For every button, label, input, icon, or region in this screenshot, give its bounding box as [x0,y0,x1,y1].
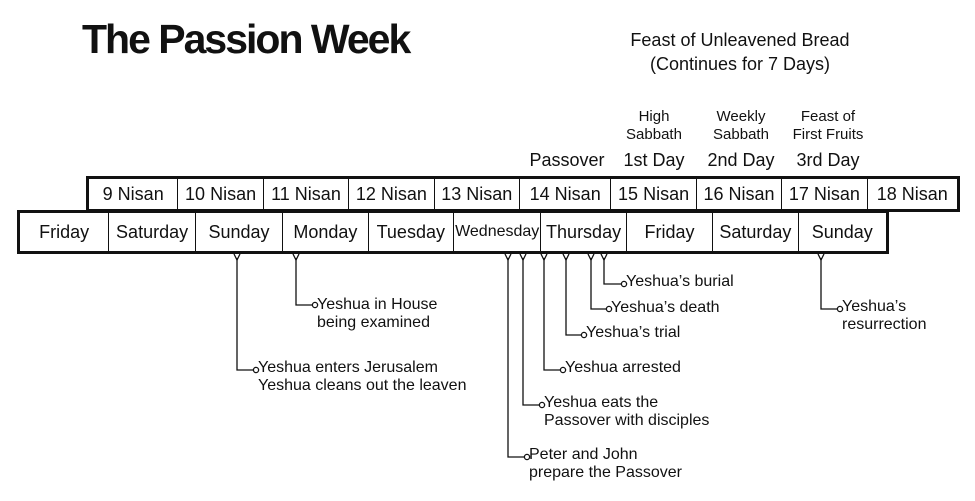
weekday-cell: Friday [20,213,110,251]
nisan-cell: 9 Nisan [89,179,179,209]
connector-endpoint [605,305,613,313]
weekday-cell: Friday [627,213,714,251]
event-trial: Yeshua’s trial [586,324,680,342]
connector-endpoint [620,280,628,288]
event-line: resurrection [842,316,927,333]
nisan-cell: 15 Nisan [611,179,697,209]
connector-endpoint [836,305,844,313]
connector-line [236,258,253,371]
event-line: Yeshua’s trial [586,324,681,341]
event-line: Yeshua’s burial [626,273,734,290]
event-line: Yeshua arrested [565,359,681,376]
weekday-cell: Monday [283,213,369,251]
page-title: The Passion Week [82,16,411,62]
passover-label: Passover [529,150,605,170]
nisan-cell: 16 Nisan [697,179,783,209]
header-line: High [638,108,670,125]
nisan-cell: 18 Nisan [876,183,948,204]
connector-endpoint [252,366,260,374]
header-line: Sabbath [626,126,682,143]
feast-title: Feast of Unleavened Bread [630,30,850,50]
connector-endpoint [311,301,319,309]
event-line: Yeshua in House [317,296,438,313]
event-eats-passover: Yeshua eats the Passover with disciples [544,394,709,430]
feast-heading: Feast of Unleavened Bread (Continues for… [610,28,870,76]
day1-label: 1st Day [623,150,685,170]
day2-label: 2nd Day [707,150,775,170]
event-death: Yeshua’s death [611,299,720,317]
weekday-cell: Wednesday [454,213,542,251]
connector-endpoint [523,453,531,461]
connector-line [543,258,560,371]
connector-line [590,258,606,310]
header-line: Weekly [716,108,766,125]
connector-endpoint [559,366,567,374]
connector-endpoint [580,331,588,339]
event-resurrection: Yeshua’s resurrection [842,298,926,334]
header-line: Feast of [800,108,856,125]
header-line: Sabbath [713,126,769,143]
nisan-cell: 10 Nisan [178,179,264,209]
day3-label: 3rd Day [796,150,860,170]
weekday-cell: Saturday [713,213,799,251]
weekday-cell: Saturday [109,213,196,251]
feast-subtitle: (Continues for 7 Days) [649,54,831,74]
weekly-sabbath-label: Weekly Sabbath [700,108,782,144]
event-line: prepare the Passover [529,464,682,481]
nisan-cell: 14 Nisan [520,179,612,209]
event-line: Yeshua enters Jerusalem [258,359,438,376]
high-sabbath-label: High Sabbath [613,108,695,144]
header-line: First Fruits [792,126,864,143]
event-line: Yeshua’s death [611,299,720,316]
event-enters-jerusalem: Yeshua enters Jerusalem Yeshua cleans ou… [258,359,466,395]
event-line: Peter and John [529,446,638,463]
connector-endpoint [538,401,546,409]
connector-line [565,258,581,336]
nisan-cell: 12 Nisan [349,179,435,209]
event-line: Yeshua’s [842,298,907,315]
event-line: Yeshua eats the [544,394,659,411]
event-line: Yeshua cleans out the leaven [258,377,467,394]
connector-line [522,258,539,406]
connector-line [820,258,837,310]
connector-line [295,258,312,306]
event-line: being examined [317,314,430,331]
nisan-cell: 13 Nisan [435,179,520,209]
weekday-cell: Tuesday [369,213,454,251]
event-arrested: Yeshua arrested [565,359,681,377]
connector-line [507,258,524,458]
first-fruits-label: Feast of First Fruits [783,108,873,144]
event-line: Passover with disciples [544,412,710,429]
weekday-cell: Sunday [196,213,284,251]
weekday-cell: Sunday [811,221,873,242]
event-prepare-passover: Peter and John prepare the Passover [529,446,682,482]
event-house-examined: Yeshua in House being examined [317,296,437,332]
weekday-cell: Thursday [541,213,627,251]
connector-line [603,258,621,285]
nisan-cell: 11 Nisan [264,179,350,209]
nisan-cell: 17 Nisan [782,179,868,209]
event-burial: Yeshua’s burial [626,273,734,291]
